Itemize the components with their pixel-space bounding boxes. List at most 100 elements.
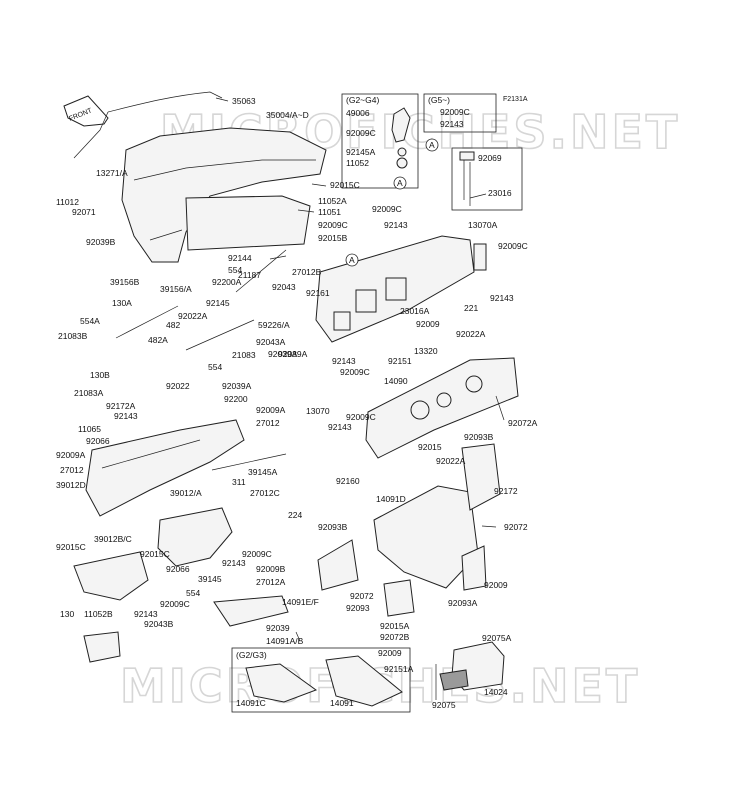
ref-a-g2g4 [393, 176, 407, 190]
part-label: 13070A [468, 220, 498, 230]
part-label: 92066 [86, 436, 110, 446]
part-label: 92009C [440, 107, 470, 117]
figure-code: F2131A [503, 96, 528, 103]
battery-14024 [439, 641, 505, 691]
rod-2 [185, 319, 255, 351]
part-label: 92009C [340, 367, 370, 377]
part-label: 221 [464, 303, 478, 313]
part-label: 92022A [456, 329, 486, 339]
part-label: 554 [228, 265, 242, 275]
side-box [73, 551, 149, 601]
switch-13070a [473, 243, 487, 271]
part-label: 49006 [346, 108, 370, 118]
part-label: 39012D [56, 480, 86, 490]
part-label: 11051 [318, 207, 341, 217]
part-label: 92009A [56, 450, 86, 460]
part-label: 92075A [482, 633, 512, 643]
front-arrow: FRONT [63, 95, 109, 127]
part-label: 92072B [380, 632, 410, 642]
part-label: 92039B [86, 237, 116, 247]
ref-a-g5-text: A [429, 140, 435, 150]
bracket-92093 [383, 579, 415, 617]
part-label: 92039 [266, 623, 290, 633]
part-label: 39012B/C [94, 534, 132, 544]
part-label: 92069 [478, 153, 502, 163]
box-g2g4-title: (G2~G4) [346, 95, 379, 105]
part-label: 11052B [84, 609, 113, 619]
part-label: 92022A [178, 311, 208, 321]
part-label: 21083A [74, 388, 104, 398]
part-label: 92093B [464, 432, 494, 442]
part-label: 11012 [56, 197, 79, 207]
part-label: 92200A [212, 277, 242, 287]
part-label: 92043A [256, 337, 286, 347]
ref-a-panel [345, 253, 359, 267]
part-label: 224 [288, 510, 302, 520]
part-label: 23016 [488, 188, 512, 198]
part-49006 [391, 107, 411, 143]
part-label: 92145 [206, 298, 230, 308]
part-label: 39156/A [160, 284, 192, 294]
part-label: 92009C [318, 220, 348, 230]
part-label: 11052 [346, 158, 369, 168]
part-label: 92039A [278, 349, 308, 359]
bracket-92093b-right [461, 443, 501, 511]
part-label: 92009C [498, 241, 528, 251]
part-label: 92072 [504, 522, 528, 532]
rod-4 [211, 453, 287, 471]
part-label: 39145A [248, 467, 278, 477]
part-label: 27012A [256, 577, 286, 587]
part-label: 14091C [236, 698, 266, 708]
rod-3 [235, 249, 287, 293]
glove-tray [85, 419, 245, 517]
part-label: 21083 [232, 350, 256, 360]
part-label: 92075 [432, 700, 456, 710]
part-label: 92143 [332, 356, 356, 366]
box-g5 [423, 93, 497, 133]
part-label: 482 [166, 320, 180, 330]
part-label: 92143 [114, 411, 138, 421]
part-label: 92009C [372, 204, 402, 214]
throttle-cable [107, 91, 223, 113]
leader-lines [215, 97, 505, 700]
bracket-92093a [461, 545, 487, 591]
part-label: 27012B [292, 267, 322, 277]
part-label: 554 [208, 362, 222, 372]
part-label: 13070 [306, 406, 330, 416]
part-label: 92015C [56, 542, 86, 552]
part-label: 14090 [384, 376, 408, 386]
part-label: 92200 [224, 394, 248, 404]
box-23016 [451, 147, 523, 211]
part-label: 14091E/F [282, 597, 319, 607]
part-label: 27012 [60, 465, 84, 475]
part-label: 92039A [268, 349, 298, 359]
part-label: 130A [112, 298, 132, 308]
bracket-92093b-left [317, 539, 359, 591]
cup-holder [157, 507, 233, 567]
part-label: 14024 [484, 687, 508, 697]
box-g2g3 [231, 647, 411, 713]
part-label: 21187 [238, 270, 261, 280]
part-label: 92143 [134, 609, 158, 619]
part-label: 92072 [350, 591, 374, 601]
box-g2g4 [341, 93, 419, 189]
part-label: 92151 [388, 356, 412, 366]
cable-lower [73, 111, 109, 159]
part-label: 92009 [416, 319, 440, 329]
part-label: 92172A [106, 401, 136, 411]
part-label: 311 [232, 477, 246, 487]
harness-23016 [463, 160, 471, 206]
ref-a-panel-text: A [349, 255, 355, 265]
part-label: 92151A [384, 664, 414, 674]
part-number-labels: 35063 35004/A~D 13271/A 11012 92071 9203… [56, 96, 538, 710]
part-label: 92143 [222, 558, 246, 568]
part-label: 39145 [198, 574, 222, 584]
connector-92069 [459, 151, 475, 161]
part-label: 92066 [166, 564, 190, 574]
panel-14091 [325, 655, 403, 707]
part-label: 92009C [242, 549, 272, 559]
part-label: 92009 [484, 580, 508, 590]
ref-a-g2g4-text: A [397, 178, 403, 188]
part-label: 92145A [346, 147, 376, 157]
